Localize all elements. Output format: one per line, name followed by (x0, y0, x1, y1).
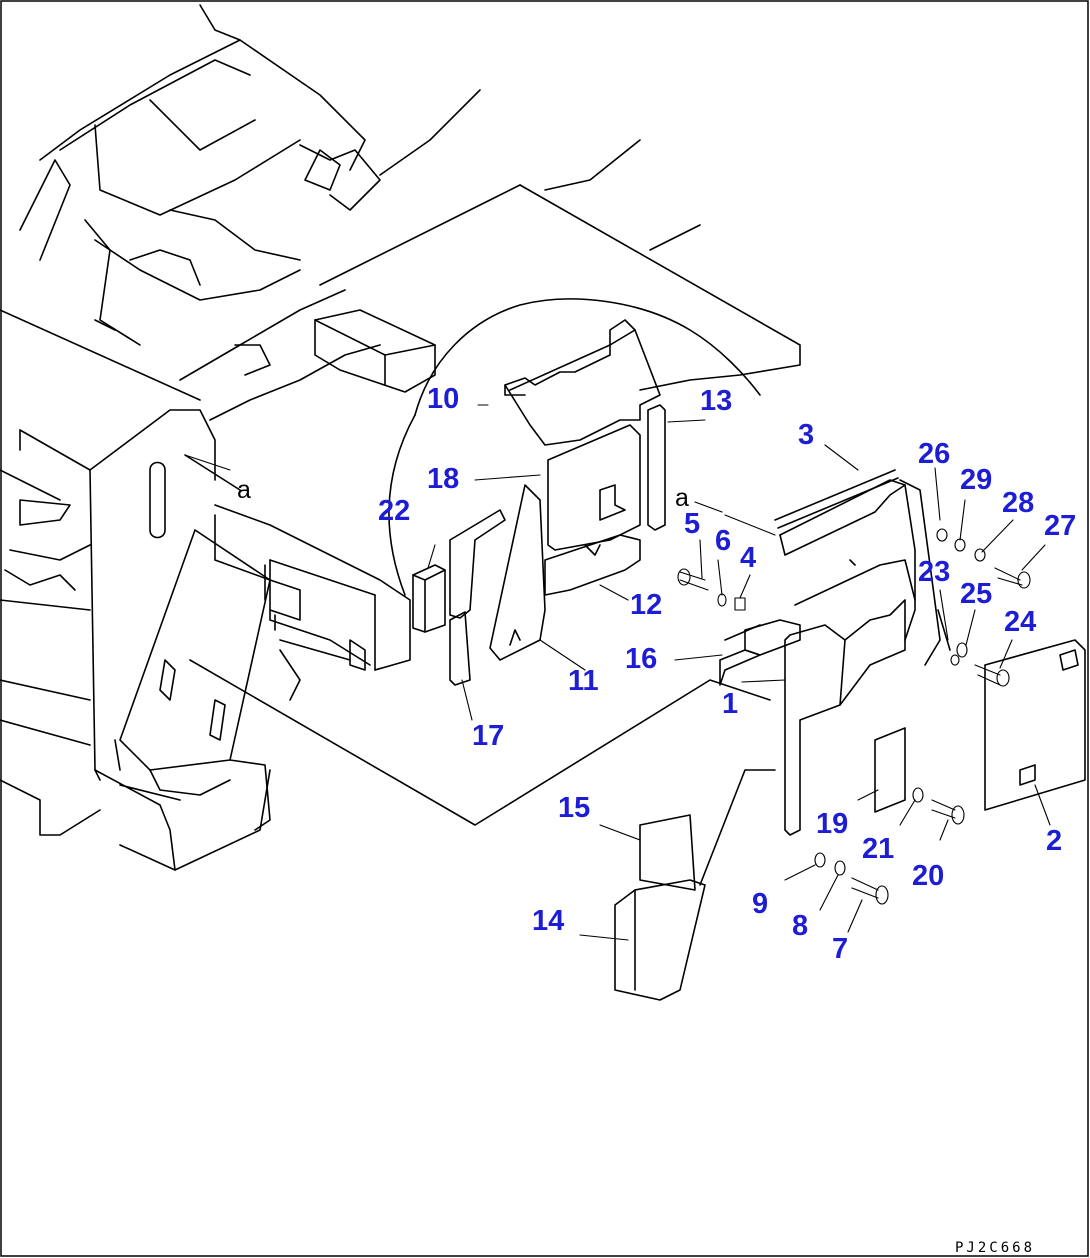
marker-a-right: a (675, 484, 689, 512)
drawing-code: PJ2C668 (955, 1240, 1035, 1256)
callout-3: 3 (798, 419, 814, 451)
callout-2: 2 (1046, 825, 1062, 857)
callout-1: 1 (722, 688, 738, 720)
callout-26: 26 (918, 438, 950, 470)
callout-8: 8 (792, 910, 808, 942)
callout-4: 4 (740, 542, 756, 574)
callout-17: 17 (472, 720, 504, 752)
callout-12: 12 (630, 589, 662, 621)
callout-9: 9 (752, 888, 768, 920)
callout-23: 23 (918, 556, 950, 588)
callout-29: 29 (960, 464, 992, 496)
callout-5: 5 (684, 508, 700, 540)
callout-25: 25 (960, 578, 992, 610)
leader-lines (184, 404, 1051, 941)
callout-labels: 1 2 3 4 5 6 7 8 9 10 11 12 13 14 15 16 1… (237, 383, 1076, 1256)
callout-22: 22 (378, 495, 410, 527)
callout-20: 20 (912, 860, 944, 892)
callout-10: 10 (427, 383, 459, 415)
callout-15: 15 (558, 792, 590, 824)
marker-a-left: a (237, 476, 251, 504)
callout-18: 18 (427, 463, 459, 495)
callout-11: 11 (568, 665, 599, 697)
callout-14: 14 (532, 905, 564, 937)
callout-16: 16 (625, 643, 657, 675)
fasteners (677, 528, 1031, 905)
callout-7: 7 (832, 933, 848, 965)
callout-28: 28 (1002, 487, 1034, 519)
callout-13: 13 (700, 385, 732, 417)
machine-frame-drawing (0, 4, 801, 871)
callout-24: 24 (1004, 606, 1036, 638)
callout-19: 19 (816, 808, 848, 840)
callout-6: 6 (715, 525, 731, 557)
callout-27: 27 (1044, 510, 1076, 542)
callout-21: 21 (862, 833, 894, 865)
exploded-parts (412, 319, 1086, 1001)
